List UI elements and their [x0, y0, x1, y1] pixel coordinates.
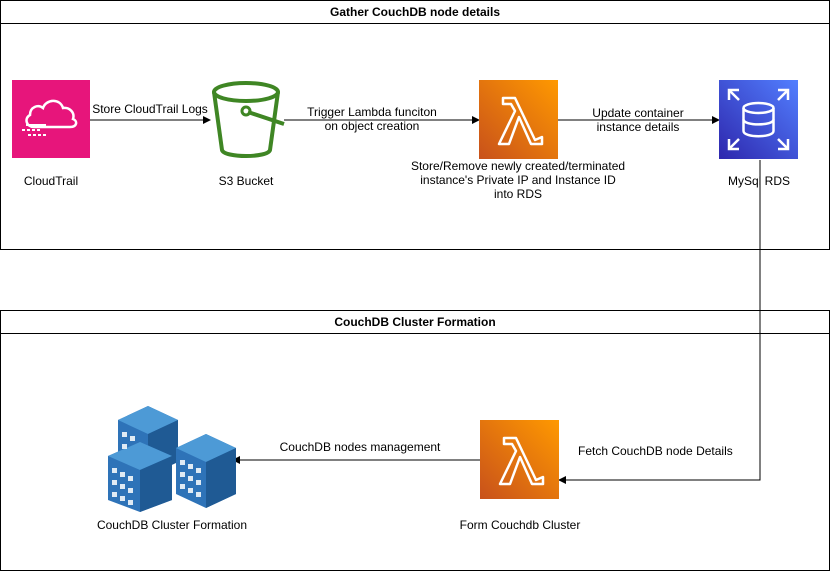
lambda-top-label: Store/Remove newly created/terminated in…: [410, 159, 626, 201]
edge-label-trigger-lambda: Trigger Lambda funciton on object creati…: [307, 105, 437, 133]
lambda-icon[interactable]: [479, 80, 558, 159]
s3-bucket-icon[interactable]: [206, 80, 286, 160]
rds-icon[interactable]: [719, 80, 798, 159]
cluster-label: CouchDB Cluster Formation: [96, 518, 248, 532]
lambda-icon[interactable]: [480, 420, 559, 499]
group-title-gather: Gather CouchDB node details: [1, 1, 829, 24]
lambda-bottom-label: Form Couchdb Cluster: [459, 518, 581, 532]
edge-label-store-logs: Store CloudTrail Logs: [92, 102, 208, 116]
cloudtrail-label: CloudTrail: [23, 174, 79, 188]
buildings-icon[interactable]: [108, 402, 236, 512]
edge-label-fetch-details: Fetch CouchDB node Details: [578, 444, 733, 458]
group-title-cluster: CouchDB Cluster Formation: [1, 311, 829, 334]
group-gather-details: Gather CouchDB node details: [0, 0, 830, 250]
edge-label-nodes-management: CouchDB nodes management: [279, 440, 441, 454]
rds-label: MySql RDS: [727, 174, 790, 188]
edge-rds-lambda: [558, 160, 761, 484]
cloudtrail-icon[interactable]: [12, 80, 90, 158]
edge-label-update-container: Update container instance details: [592, 106, 684, 134]
s3-label: S3 Bucket: [218, 174, 274, 188]
